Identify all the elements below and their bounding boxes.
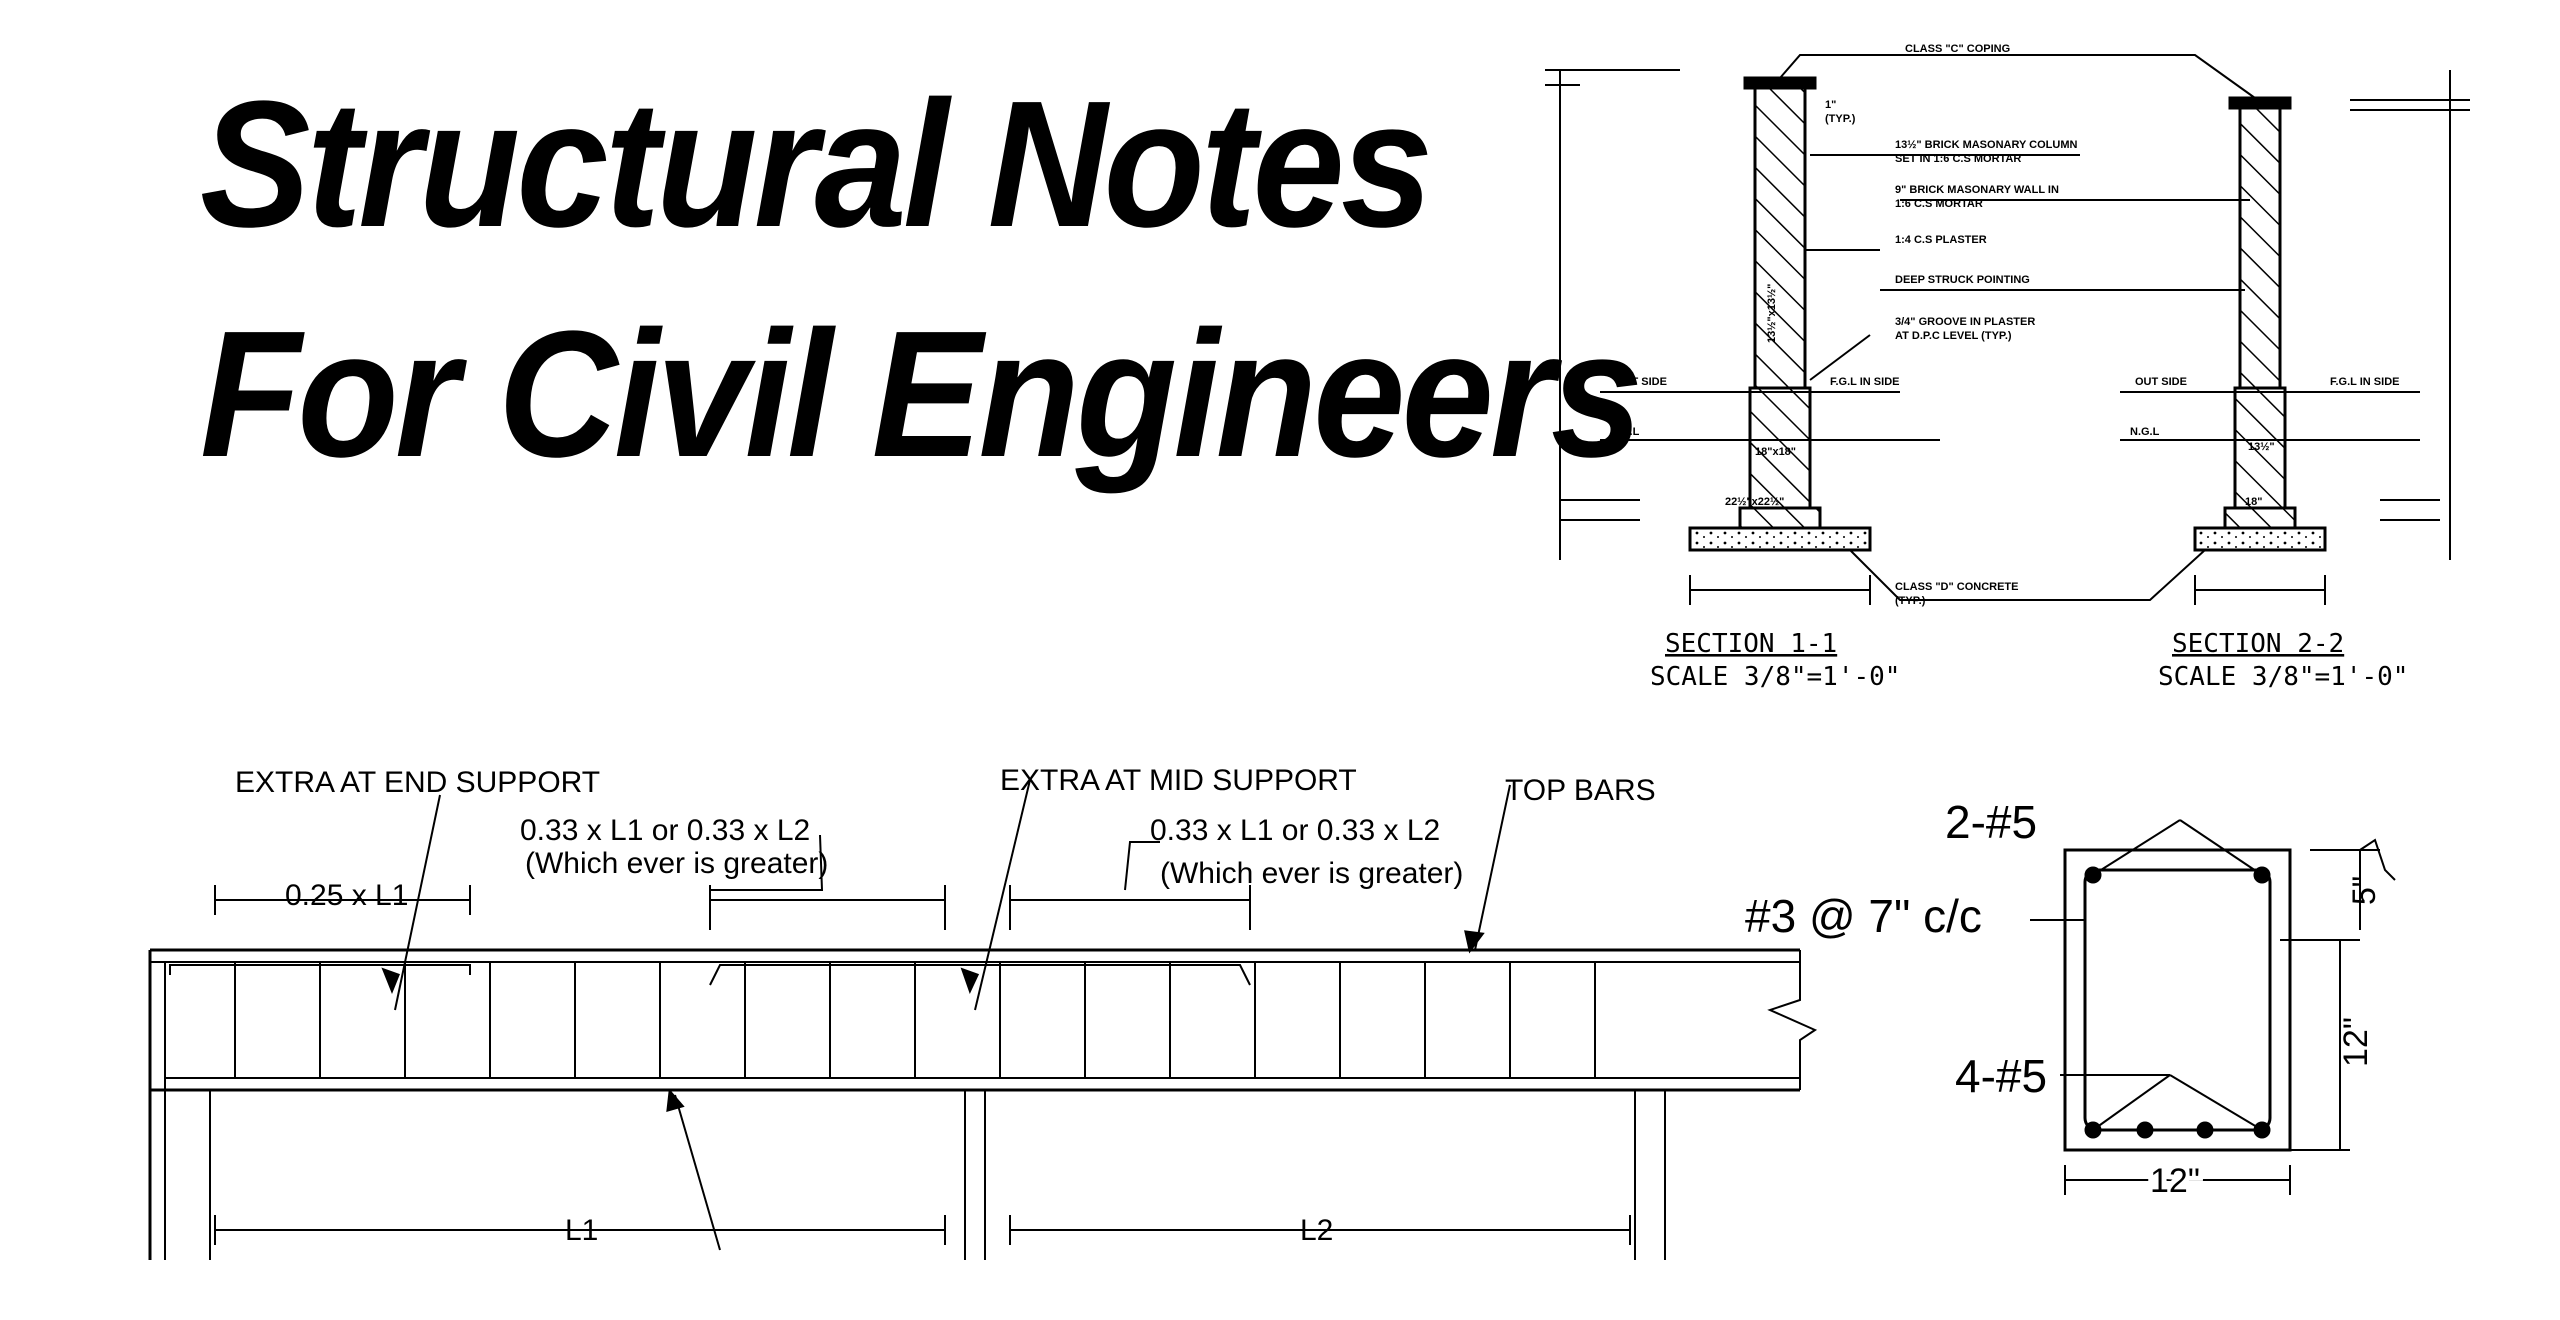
label-top-bars-count: 2-#5 bbox=[1945, 796, 2037, 848]
label-extra-mid: EXTRA AT MID SUPPORT bbox=[1000, 764, 1357, 797]
label-dim-mid-b-2: (Which ever is greater) bbox=[1160, 857, 1463, 890]
label-cover: 5" bbox=[2346, 876, 2382, 905]
label-dim-mid-a-1: 0.33 x L1 or 0.33 x L2 bbox=[520, 814, 810, 847]
label-span-l2: L2 bbox=[1300, 1214, 1333, 1247]
label-dim-end: 0.25 x L1 bbox=[285, 879, 408, 912]
left-ngl: N.G.L bbox=[1610, 426, 1640, 438]
note-coping: CLASS "C" COPING bbox=[1905, 43, 2010, 55]
foundation-right bbox=[2193, 526, 2327, 552]
left-fgl: F.G.L IN SIDE bbox=[1830, 376, 1899, 388]
note-pointing: DEEP STRUCK POINTING bbox=[1895, 274, 2030, 286]
column-right bbox=[2238, 106, 2282, 390]
label-top-bars: TOP BARS bbox=[1505, 774, 1656, 807]
wall-section-notes: CLASS "C" COPING 1" (TYP.) 13½" BRICK MA… bbox=[1610, 43, 2399, 607]
section-1-1-title: SECTION 1-1 bbox=[1665, 629, 1837, 659]
plinth-right bbox=[2233, 386, 2287, 510]
right-dim-col: 13½" bbox=[2248, 441, 2275, 453]
label-stirrups: #3 @ 7" c/c bbox=[1745, 890, 1982, 942]
right-ngl: N.G.L bbox=[2130, 426, 2160, 438]
note-typ: (TYP.) bbox=[1825, 113, 1856, 125]
beam-labels: EXTRA AT END SUPPORT EXTRA AT MID SUPPOR… bbox=[235, 764, 1656, 1247]
beam-dimensions bbox=[214, 885, 1631, 1245]
note-wall-1: 9" BRICK MASONARY WALL IN bbox=[1895, 184, 2059, 196]
left-outside: OUT SIDE bbox=[1615, 376, 1667, 388]
note-1in: 1" bbox=[1825, 99, 1836, 111]
beam-leaders bbox=[394, 779, 1511, 1251]
note-groove-1: 3/4" GROOVE IN PLASTER bbox=[1895, 316, 2035, 328]
beam-elevation bbox=[148, 779, 1818, 1260]
plinth-left bbox=[1748, 386, 1812, 510]
label-bottom-bars-count: 4-#5 bbox=[1955, 1050, 2047, 1102]
column-left bbox=[1753, 86, 1807, 390]
note-concrete: CLASS "D" CONCRETE bbox=[1895, 581, 2019, 593]
note-plaster: 1:4 C.S PLASTER bbox=[1895, 234, 1987, 246]
label-width: 12" bbox=[2150, 1162, 2200, 1200]
label-dim-mid-a-2: (Which ever is greater) bbox=[525, 847, 828, 880]
title-line-1: Structural Notes bbox=[200, 64, 1433, 265]
right-outside: OUT SIDE bbox=[2135, 376, 2187, 388]
note-concrete-typ: (TYP.) bbox=[1895, 595, 1926, 607]
note-column-1: 13½" BRICK MASONARY COLUMN bbox=[1895, 139, 2078, 151]
title-line-2: For Civil Engineers bbox=[200, 294, 1643, 495]
right-dim-base: 18" bbox=[2245, 496, 2262, 508]
left-dim-base: 18"x18" bbox=[1755, 446, 1796, 458]
section-2-2-scale: SCALE 3/8"=1'-0" bbox=[2158, 662, 2408, 692]
section-captions: SECTION 1-1 SCALE 3/8"=1'-0" SECTION 2-2… bbox=[1650, 629, 2408, 692]
note-column-2: SET IN 1:6 C.S MORTAR bbox=[1895, 153, 2021, 165]
section-1-1-scale: SCALE 3/8"=1'-0" bbox=[1650, 662, 1900, 692]
right-fgl: F.G.L IN SIDE bbox=[2330, 376, 2399, 388]
beam-section-labels: 2-#5 #3 @ 7" c/c 4-#5 bbox=[1745, 796, 2047, 1102]
note-wall-2: 1:6 C.S MORTAR bbox=[1895, 198, 1983, 210]
left-dim-foot: 22½"x22½" bbox=[1725, 496, 1784, 508]
foundation-left bbox=[1688, 526, 1872, 552]
label-depth: 12" bbox=[2337, 1017, 2375, 1067]
label-span-l1: L1 bbox=[565, 1214, 598, 1247]
section-2-2-title: SECTION 2-2 bbox=[2172, 629, 2344, 659]
beam-section-dims: 5" 12" 12" bbox=[2145, 876, 2382, 1205]
left-dim-col: 13½"x13½" bbox=[1766, 284, 1778, 343]
label-extra-end: EXTRA AT END SUPPORT bbox=[235, 766, 600, 799]
note-groove-2: AT D.P.C LEVEL (TYP.) bbox=[1895, 330, 2012, 342]
beam-cross-section bbox=[2030, 819, 2396, 1195]
stirrups bbox=[234, 962, 1596, 1078]
label-dim-mid-b-1: 0.33 x L1 or 0.33 x L2 bbox=[1150, 814, 1440, 847]
wall-section-drawing bbox=[1545, 54, 2470, 605]
